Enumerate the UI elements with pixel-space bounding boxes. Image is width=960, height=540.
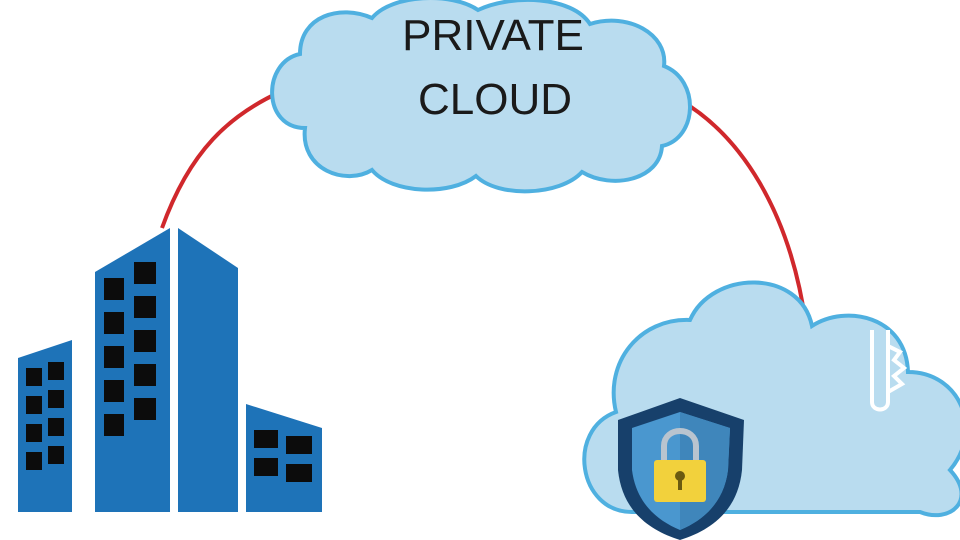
building-tall-front — [95, 228, 170, 512]
office-building-icon — [18, 228, 322, 512]
private-cloud: PRIVATE CLOUD — [270, 0, 692, 194]
building-windows — [26, 262, 312, 482]
secure-cloud — [582, 280, 960, 540]
security-shield-icon — [618, 398, 744, 540]
padlock-icon — [654, 428, 706, 502]
building-tall-side — [178, 228, 238, 512]
private-cloud-label-line2: CLOUD — [418, 75, 572, 124]
private-cloud-shape — [270, 0, 692, 194]
key-icon — [870, 330, 908, 412]
private-cloud-label-line1: PRIVATE — [402, 11, 584, 60]
